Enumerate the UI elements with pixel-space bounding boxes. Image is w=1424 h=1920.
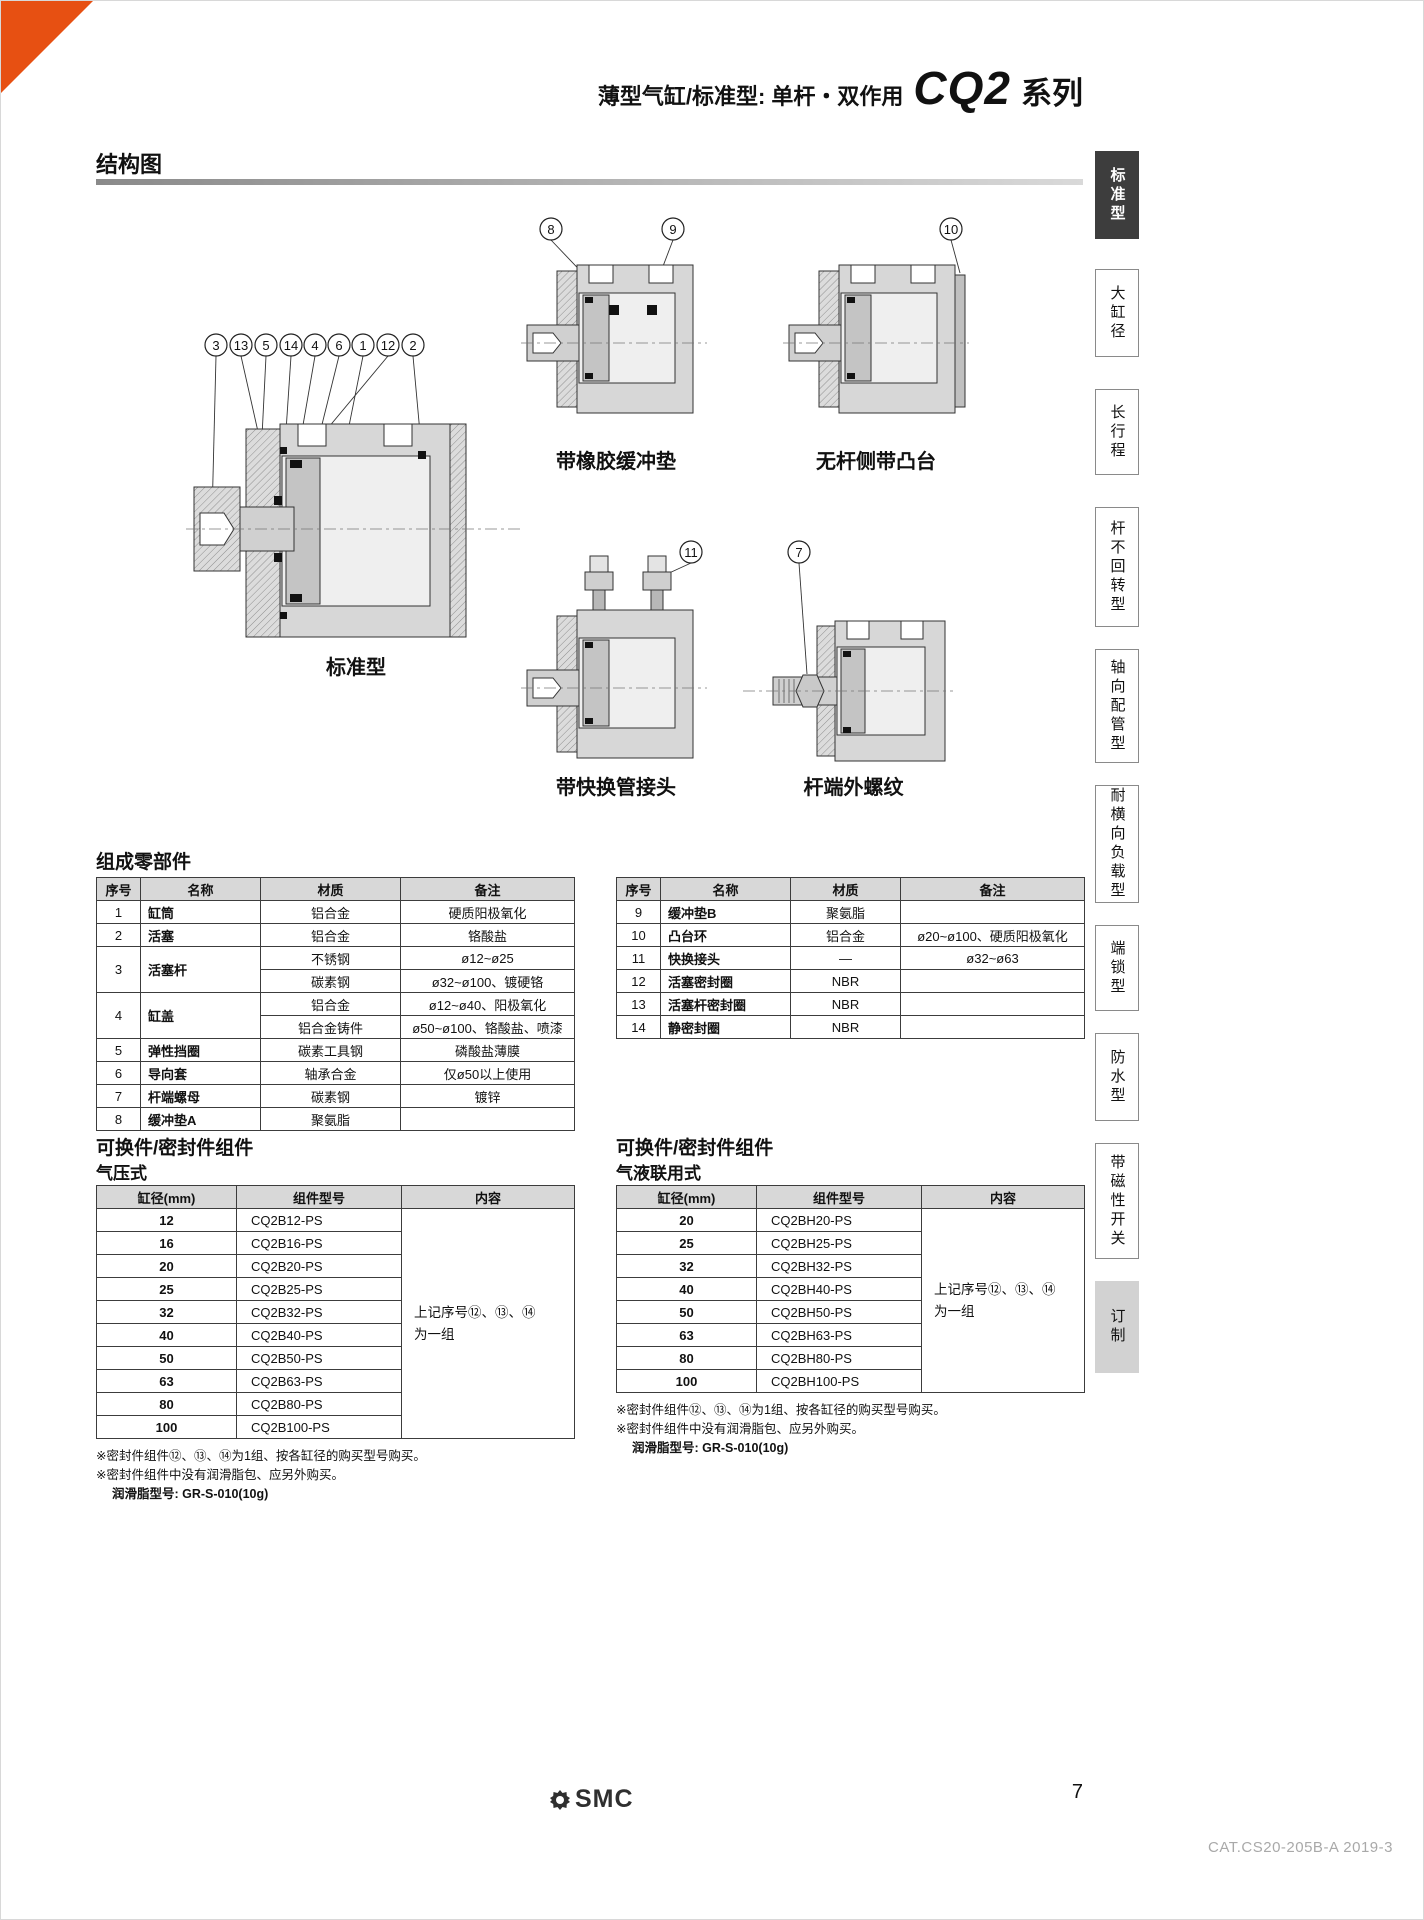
table-header-row: 缸径(mm) 组件型号 内容 <box>96 1185 575 1209</box>
diagram-label-rodend: 杆端外螺纹 <box>803 777 904 799</box>
sidebar-item-water-resistant[interactable]: 防水型 <box>1095 1033 1139 1121</box>
seal-kit-left-title: 可换件/密封件组件 <box>96 1138 254 1159</box>
section-rule <box>96 179 1083 185</box>
series-name: CQ2 <box>913 62 1011 114</box>
callout-number: 4 <box>311 338 318 353</box>
leader-lines <box>798 562 808 675</box>
cylinder-cross-section <box>783 264 969 414</box>
callout-number: 12 <box>381 338 395 353</box>
seal-kit-right-notes: ※密封件组件⑫、⑬、⑭为1组、按各缸径的购买型号购买。 ※密封件组件中没有润滑脂… <box>616 1401 1116 1458</box>
header-subtitle: 薄型气缸/标准型: 单杆・双作用 <box>597 84 904 109</box>
callout-number: 9 <box>669 222 676 237</box>
diagram-label-boss: 无杆侧带凸台 <box>816 451 936 473</box>
seal-kit-right-subtitle: 气液联用式 <box>616 1164 701 1183</box>
callout-number: 7 <box>795 545 802 560</box>
callouts: 7 <box>787 540 811 564</box>
sidebar-item-non-rotating[interactable]: 杆不回转型 <box>1095 507 1139 627</box>
seal-kit-left-subtitle: 气压式 <box>96 1164 147 1183</box>
sidebar-item-auto-switch[interactable]: 带磁性开关 <box>1095 1143 1139 1259</box>
cylinder-cross-section <box>521 555 707 759</box>
rubber-bumper-diagram: 8 9 <box>521 217 707 414</box>
sidebar-item-axial-piping[interactable]: 轴向配管型 <box>1095 649 1139 763</box>
sidebar-item-long-stroke[interactable]: 长行程 <box>1095 389 1139 475</box>
callouts: 10 <box>939 217 963 241</box>
quick-fitting-diagram: 11 <box>521 540 707 759</box>
callout-number: 3 <box>212 338 219 353</box>
leader-lines <box>950 239 961 274</box>
callout-number: 13 <box>234 338 248 353</box>
page-header: 薄型气缸/标准型: 单杆・双作用 CQ2 系列 <box>1 61 1083 115</box>
table-header-row: 序号 名称 材质 备注 <box>616 877 1085 901</box>
callout-number: 11 <box>684 545 698 560</box>
sidebar-item-standard[interactable]: 标准型 <box>1095 151 1139 239</box>
boss-diagram: 10 <box>783 217 969 414</box>
grease-model: 润滑脂型号: GR-S-010(10g) <box>632 1441 789 1455</box>
grease-model: 润滑脂型号: GR-S-010(10g) <box>112 1487 269 1501</box>
seal-kit-right-title: 可换件/密封件组件 <box>616 1138 774 1159</box>
callout-number: 10 <box>944 222 958 237</box>
sidebar-item-made-to-order[interactable]: 订制 <box>1095 1281 1139 1373</box>
catalog-number: CAT.CS20-205B-A 2019-3 <box>1208 1839 1393 1856</box>
rod-end-thread-diagram: 7 <box>743 540 953 762</box>
diagram-label-quick: 带快换管接头 <box>556 777 676 799</box>
table-header-row: 缸径(mm) 组件型号 内容 <box>616 1185 1085 1209</box>
callout-number: 8 <box>547 222 554 237</box>
series-suffix: 系列 <box>1021 76 1083 111</box>
callouts: 11 <box>679 540 703 564</box>
callouts: 8 9 <box>539 217 685 241</box>
sidebar-item-large-bore[interactable]: 大缸径 <box>1095 269 1139 357</box>
callout-number: 1 <box>359 338 366 353</box>
sidebar-item-lateral-load[interactable]: 耐横向负载型 <box>1095 785 1139 903</box>
section-title: 结构图 <box>96 152 163 177</box>
callout-number: 6 <box>335 338 342 353</box>
table-header-row: 序号 名称 材质 备注 <box>96 877 575 901</box>
smc-logo: SMC <box>549 1785 634 1814</box>
diagram-label-rubber: 带橡胶缓冲垫 <box>556 451 676 473</box>
callout-number: 2 <box>409 338 416 353</box>
callouts: 3 13 5 14 4 6 1 12 2 <box>204 333 425 357</box>
cylinder-cross-section <box>186 423 521 638</box>
seal-kit-left-notes: ※密封件组件⑫、⑬、⑭为1组、按各缸径的购买型号购买。 ※密封件组件中没有润滑脂… <box>96 1447 596 1504</box>
callout-number: 5 <box>262 338 269 353</box>
standard-diagram: 3 13 5 14 4 6 1 12 2 <box>186 333 521 638</box>
diagram-label-standard: 标准型 <box>326 657 386 679</box>
cylinder-cross-section <box>521 264 707 414</box>
orange-corner-mark <box>1 1 93 93</box>
sidebar-item-end-lock[interactable]: 端锁型 <box>1095 925 1139 1011</box>
cylinder-cross-section <box>743 620 953 762</box>
page-number: 7 <box>1071 1781 1083 1803</box>
smc-gear-icon <box>550 1789 570 1810</box>
callout-number: 14 <box>284 338 298 353</box>
parts-section-title: 组成零部件 <box>96 852 192 873</box>
